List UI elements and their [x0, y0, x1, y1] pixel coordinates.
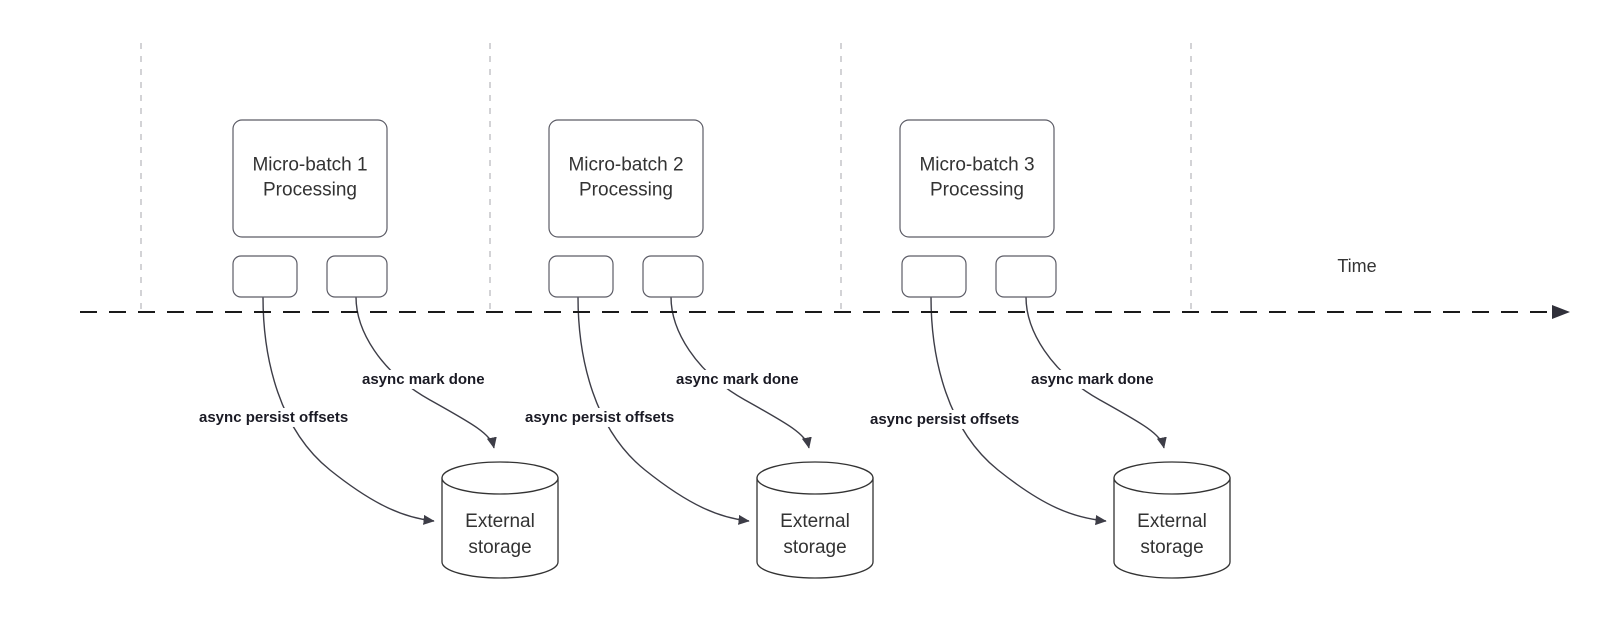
micro-batch-title: Micro-batch 2 — [568, 155, 683, 176]
external-storage-cylinder-top — [441, 461, 559, 495]
edge-curve-async-persist-offsets — [262, 296, 435, 525]
vertical-dividers — [140, 43, 1192, 312]
micro-batch-title: Micro-batch 1 — [252, 155, 367, 176]
micro-batch-box[interactable] — [899, 119, 1055, 238]
edge-labels: async persist offsets async mark done asyn… — [196, 369, 1157, 429]
task-box-left[interactable] — [232, 255, 298, 298]
external-storage-subtitle: storage — [1140, 537, 1203, 558]
external-storage-cylinder-body[interactable] — [756, 477, 874, 579]
edge-label-async-persist-offsets: async persist offsets — [870, 411, 1019, 428]
edge-label-backdrop — [522, 407, 678, 427]
external-storage-cylinder-body[interactable] — [441, 477, 559, 579]
external-storage-cylinder-top — [1113, 461, 1231, 495]
external-storage-title: External — [1137, 511, 1207, 532]
edge-curve-async-mark-done — [1025, 296, 1167, 449]
edge-label-async-mark-done: async mark done — [1031, 371, 1154, 388]
external-storage-cylinder-body[interactable] — [1113, 477, 1231, 579]
async-edges — [262, 296, 1167, 526]
edge-label-async-mark-done: async mark done — [676, 371, 799, 388]
micro-batch-box[interactable] — [232, 119, 388, 238]
time-label: Time — [1337, 256, 1376, 276]
micro-batch-title: Micro-batch 3 — [919, 155, 1034, 176]
edge-label-backdrop — [1028, 369, 1157, 389]
time-axis-label: Time — [1337, 256, 1376, 276]
task-box-right[interactable] — [995, 255, 1057, 298]
external-storage-cylinder-top — [756, 461, 874, 495]
external-storage-title: External — [465, 511, 535, 532]
task-box-right[interactable] — [326, 255, 388, 298]
external-storage-subtitle: storage — [783, 537, 846, 558]
edge-curve-async-mark-done — [355, 296, 497, 449]
micro-batch-subtitle: Processing — [930, 180, 1024, 201]
edge-label-backdrop — [867, 409, 1023, 429]
task-box-left[interactable] — [901, 255, 967, 298]
external-storage-title: External — [780, 511, 850, 532]
task-box-left[interactable] — [548, 255, 614, 298]
edge-curve-async-persist-offsets — [577, 296, 750, 525]
edge-label-async-persist-offsets: async persist offsets — [199, 409, 348, 426]
edge-curve-async-mark-done — [670, 296, 812, 449]
edge-label-async-persist-offsets: async persist offsets — [525, 409, 674, 426]
micro-batch-subtitle: Processing — [579, 180, 673, 201]
micro-batch-subtitle: Processing — [263, 180, 357, 201]
edge-label-async-mark-done: async mark done — [362, 371, 485, 388]
edge-label-backdrop — [673, 369, 802, 389]
task-box-right[interactable] — [642, 255, 704, 298]
timeline-arrowhead-icon — [1552, 305, 1570, 319]
edge-label-backdrop — [196, 407, 352, 427]
edge-label-backdrop — [359, 369, 488, 389]
external-storage-subtitle: storage — [468, 537, 531, 558]
micro-batch-box[interactable] — [548, 119, 704, 238]
timeline-axis — [80, 305, 1570, 319]
edge-curve-async-persist-offsets — [930, 296, 1107, 526]
